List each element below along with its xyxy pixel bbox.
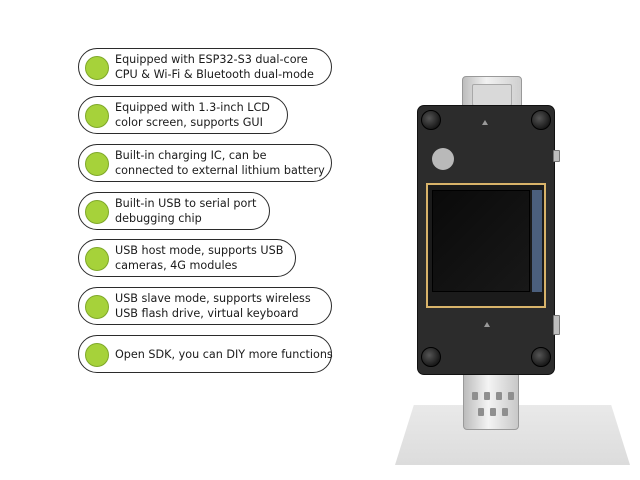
usb-port-opening <box>472 84 512 106</box>
espressif-logo-icon <box>432 148 454 170</box>
feature-pill-2: Equipped with 1.3-inch LCD color screen,… <box>78 96 288 134</box>
feature-line-6a: USB slave mode, supports wireless <box>115 292 311 305</box>
feature-line-1a: Equipped with ESP32-S3 dual-core <box>115 53 308 66</box>
usb-pin <box>496 392 502 400</box>
side-button <box>553 315 560 335</box>
feature-line-7a: Open SDK, you can DIY more functions <box>115 347 333 361</box>
usb-pin <box>508 392 514 400</box>
usb-pin <box>484 392 490 400</box>
usb-pin <box>502 408 508 416</box>
feature-line-3a: Built-in charging IC, can be <box>115 149 267 162</box>
bullet-dot-icon <box>85 152 109 176</box>
usb-pin <box>490 408 496 416</box>
feature-line-1b: CPU & Wi-Fi & Bluetooth dual-mode <box>115 68 314 81</box>
side-button <box>553 150 560 162</box>
feature-line-3b: connected to external lithium battery <box>115 164 325 177</box>
usb-pin <box>472 392 478 400</box>
feature-line-4b: debugging chip <box>115 212 202 225</box>
feature-line-5b: cameras, 4G modules <box>115 259 238 272</box>
feature-pill-7: Open SDK, you can DIY more functions <box>78 335 333 373</box>
bullet-dot-icon <box>85 56 109 80</box>
usb-pin <box>478 408 484 416</box>
feature-pill-3: Built-in charging IC, can be connected t… <box>78 144 332 182</box>
arrow-up-icon <box>484 322 490 327</box>
bullet-dot-icon <box>85 295 109 319</box>
feature-line-2b: color screen, supports GUI <box>115 116 263 129</box>
screw-icon <box>531 347 551 367</box>
feature-line-6b: USB flash drive, virtual keyboard <box>115 307 299 320</box>
lcd-screen <box>432 190 530 292</box>
screw-icon <box>531 110 551 130</box>
bullet-dot-icon <box>85 247 109 271</box>
feature-pill-5: USB host mode, supports USB cameras, 4G … <box>78 239 296 277</box>
bullet-dot-icon <box>85 343 109 367</box>
feature-pill-4: Built-in USB to serial port debugging ch… <box>78 192 270 230</box>
screw-icon <box>421 110 441 130</box>
feature-pill-1: Equipped with ESP32-S3 dual-core CPU & W… <box>78 48 332 86</box>
feature-line-4a: Built-in USB to serial port <box>115 197 257 210</box>
feature-line-2a: Equipped with 1.3-inch LCD <box>115 101 270 114</box>
screw-icon <box>421 347 441 367</box>
bullet-dot-icon <box>85 200 109 224</box>
feature-line-5a: USB host mode, supports USB <box>115 244 284 257</box>
bullet-dot-icon <box>85 104 109 128</box>
lcd-flex-edge <box>532 190 542 292</box>
feature-pill-6: USB slave mode, supports wireless USB fl… <box>78 287 332 325</box>
arrow-up-icon <box>482 120 488 125</box>
